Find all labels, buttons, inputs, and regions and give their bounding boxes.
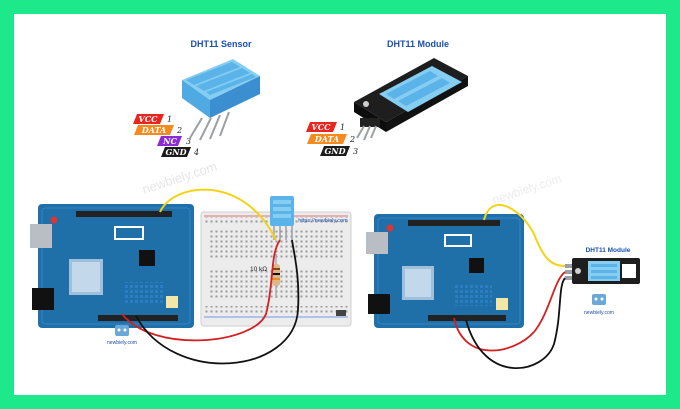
wire-data-yellow-right [483,204,566,267]
svg-text:DATA: DATA [141,125,166,135]
svg-text:GND: GND [165,147,186,157]
svg-text:DATA: DATA [314,134,339,144]
module-pin-data: DATA 2 [307,134,355,144]
wire-gnd-black-left [135,239,300,365]
svg-text:1: 1 [167,115,172,124]
dht11-sensor-on-breadboard [270,196,294,240]
brand-label-left: newbiely.com [107,340,137,346]
svg-text:GND: GND [324,146,345,156]
svg-text:1: 1 [340,123,345,132]
sensor-pin-vcc: VCC 1 [133,114,172,124]
svg-text:VCC: VCC [139,114,159,124]
svg-text:2: 2 [349,135,355,144]
module-pin-list: VCC 1 DATA 2 GND 3 [306,122,358,156]
dht11-module-image [354,58,468,141]
resistor-label: 10 kΩ [250,266,267,273]
svg-text:NC: NC [162,136,177,146]
wire-vcc-red-left [121,239,281,342]
dht11-module-small [565,258,640,284]
sensor-pin-gnd: GND 4 [161,147,199,157]
newbiely-logo-left [115,325,129,336]
module-pin-gnd: GND 3 [320,146,358,156]
diagram-frame: DHT11 Sensor VCC 1 DATA 2 NC 3 GND [14,14,666,395]
svg-text:3: 3 [186,137,191,146]
newbiely-logo-right [592,294,606,305]
sensor-pin-nc: NC 3 [157,136,191,146]
watermark-right: newbiely.com [491,171,564,207]
dht11-sensor-title: DHT11 Sensor [190,39,252,49]
svg-text:VCC: VCC [312,122,332,132]
brand-label-right: newbiely.com [584,310,614,316]
svg-text:3: 3 [353,147,358,156]
arduino-board-right [366,214,524,328]
sensor-pin-list: VCC 1 DATA 2 NC 3 GND 4 [133,114,199,157]
module-pin-vcc: VCC 1 [306,122,345,132]
dht11-module-title: DHT11 Module [387,39,449,49]
wire-data-yellow-left [159,188,277,241]
svg-text:4: 4 [193,148,199,157]
wire-vcc-red-right [453,271,566,352]
url-label: https://newbiely.com [298,218,348,224]
arduino-board-left [30,204,194,328]
sensor-pin-data: DATA 2 [134,125,182,135]
dht11-sensor-image [182,59,260,141]
dht11-module-small-title: DHT11 Module [586,247,631,254]
resistor [272,254,280,298]
svg-text:2: 2 [176,126,182,135]
watermark-left: newbiely.com [140,159,219,197]
wire-gnd-black-right [465,277,566,370]
